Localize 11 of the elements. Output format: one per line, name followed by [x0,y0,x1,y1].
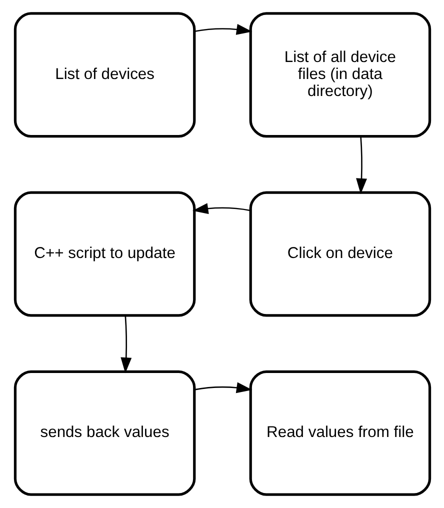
node-box: List of devices [13,12,196,138]
arrow [194,24,252,35]
arrow [194,382,252,394]
arrow [192,203,250,214]
node-box: Read values from file [248,370,431,496]
node-box: C++ script to update [13,191,196,317]
node-box: List of all device files (in data directory) [248,12,431,138]
arrow [356,136,367,194]
node-box: Click on device [248,191,431,317]
arrow [120,316,132,374]
node-box: sends back values [13,370,196,496]
